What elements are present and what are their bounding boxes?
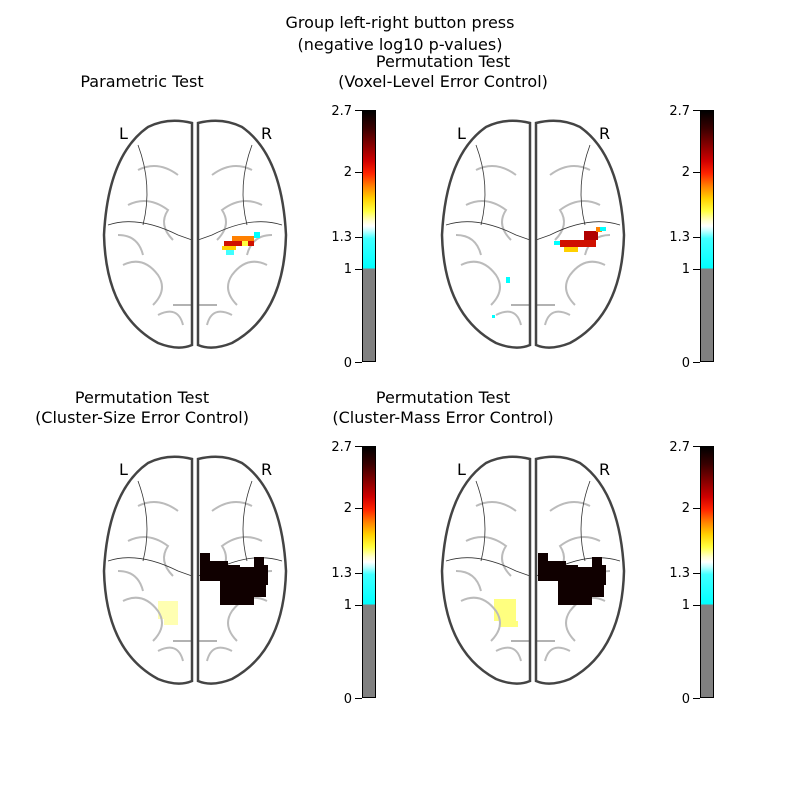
colorbar-tick: 1.3 <box>669 230 690 245</box>
panel-subtitle: (Voxel-Level Error Control) <box>338 72 548 91</box>
brain-gyri-lines <box>445 144 621 306</box>
cluster-light <box>158 601 178 625</box>
right-hemisphere-label: R <box>261 460 273 479</box>
right-hemisphere-label: R <box>261 124 273 143</box>
glass-brain-axial <box>440 455 626 685</box>
glass-brain-axial <box>440 119 626 349</box>
brain-sulci <box>455 501 611 662</box>
glass-brain-axial <box>102 119 288 349</box>
panel-title: Parametric Test <box>80 72 204 91</box>
right-hemisphere-label: R <box>599 460 611 479</box>
colorbar-tick: 2 <box>681 501 690 516</box>
colorbar-tick: 2.7 <box>331 104 352 119</box>
panel-subtitle: (Cluster-Mass Error Control) <box>332 408 554 427</box>
left-hemisphere-label: L <box>457 124 466 143</box>
left-hemisphere-label: L <box>119 124 128 143</box>
figure-title-line2: (negative log10 p-values) <box>297 35 503 54</box>
colorbar-tick: 1.3 <box>331 230 352 245</box>
colorbar-tick: 2.7 <box>331 440 352 455</box>
colorbar-tick: 1 <box>343 598 352 613</box>
colorbar-tick: 2 <box>681 165 690 180</box>
colorbar <box>700 110 714 362</box>
figure-title-line1: Group left-right button press <box>285 13 515 32</box>
brain-sulci <box>117 501 273 662</box>
activation-blob <box>222 232 260 255</box>
colorbar-tick: 0 <box>343 692 352 707</box>
brain-outline-right <box>196 455 288 685</box>
right-hemisphere-label: R <box>599 124 611 143</box>
colorbar-tick: 2 <box>343 501 352 516</box>
colorbar <box>362 110 376 362</box>
colorbar-tick: 1.3 <box>331 566 352 581</box>
panel-title: Permutation Test <box>375 52 511 71</box>
glass-brain-axial <box>102 455 288 685</box>
brain-outline-left <box>102 455 194 685</box>
panel-cluster-size: Permutation Test (Cluster-Size Error Con… <box>0 336 400 706</box>
panel-title: Permutation Test <box>375 388 511 407</box>
brain-outline-left <box>102 119 194 349</box>
left-hemisphere-label: L <box>119 460 128 479</box>
panel-voxel-level: Permutation Test (Voxel-Level Error Cont… <box>338 0 738 370</box>
panel-subtitle: (Cluster-Size Error Control) <box>35 408 249 427</box>
brain-outline-right <box>534 455 626 685</box>
brain-gyri-lines <box>445 480 621 642</box>
colorbar-tick: 1 <box>681 262 690 277</box>
cluster-dark <box>538 553 606 605</box>
colorbar-tick: 0 <box>343 356 352 371</box>
panel-parametric: Parametric Test L R 2.7 2 1.3 1 0 <box>0 0 400 370</box>
panel-title: Permutation Test <box>74 388 210 407</box>
colorbar-tick: 2.7 <box>669 104 690 119</box>
colorbar-tick: 1.3 <box>669 566 690 581</box>
colorbar <box>362 446 376 698</box>
brain-outline-left <box>440 455 532 685</box>
brain-outline-left <box>440 119 532 349</box>
colorbar-tick: 1 <box>343 262 352 277</box>
colorbar-tick: 0 <box>681 692 690 707</box>
brain-outline-right <box>534 119 626 349</box>
colorbar-tick: 1 <box>681 598 690 613</box>
colorbar-tick: 2 <box>343 165 352 180</box>
colorbar-tick: 0 <box>681 356 690 371</box>
colorbar <box>700 446 714 698</box>
activation-blob <box>492 227 606 318</box>
colorbar-tick: 2.7 <box>669 440 690 455</box>
panel-cluster-mass: Permutation Test (Cluster-Mass Error Con… <box>332 336 738 706</box>
brain-gyri-lines <box>107 144 283 306</box>
left-hemisphere-label: L <box>457 460 466 479</box>
brain-outline-right <box>196 119 288 349</box>
brain-sulci <box>117 165 273 326</box>
cluster-dark <box>200 553 268 605</box>
